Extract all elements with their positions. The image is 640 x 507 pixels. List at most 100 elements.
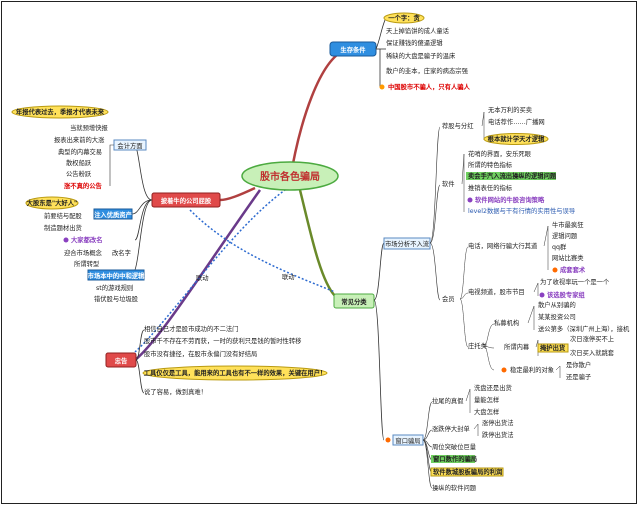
listed-sub1[interactable]: 会计方面 [113, 139, 147, 151]
types-g1-b-item-2: 卖会手汽入流出操纵的逻辑问题 [466, 171, 557, 180]
branch-link-listed [219, 186, 256, 202]
svg-text:中国股市不骗人，只有人骗人: 中国股市不骗人，只有人骗人 [388, 82, 471, 91]
listed-sub3-item-1: 改名字 [112, 248, 131, 257]
types-g1-b-item-4: 软件网站的牛股咨询策略 [467, 195, 545, 204]
listed-sub4-item-0: st的游戏规则 [96, 283, 133, 292]
types-g1-a[interactable]: 荐股与分红 [442, 121, 474, 130]
branch-survival-label: 生存条件 [340, 45, 366, 54]
svg-text:软件网站的牛股咨询策略: 软件网站的牛股咨询策略 [475, 195, 545, 204]
svg-text:注入优质资产: 注入优质资产 [94, 210, 132, 219]
svg-text:市场分析不入流: 市场分析不入流 [385, 239, 430, 248]
types-g1-c[interactable]: 会员 [442, 294, 455, 303]
survival-item-4: 散户的韭本，庄家的病态宗强 [386, 66, 469, 75]
types-g1-a-item-2: 根本就计学天才逻辑 [483, 133, 549, 145]
branch-kernel[interactable]: 忠告 [105, 352, 137, 368]
kernel-item-0: 相信自己才是股市成功的不二法门 [144, 324, 238, 333]
svg-text:该选股专家组: 该选股专家组 [547, 290, 585, 299]
types-group2[interactable]: 窗口骗局 [385, 434, 424, 446]
types-g2-a[interactable]: 拉尾的真假 [432, 396, 464, 405]
svg-text:稳定最利的对象: 稳定最利的对象 [510, 365, 554, 374]
types-g1-c-sub1-item-4: 成套套术 [552, 265, 586, 274]
svg-text:窗口数作的骗局: 窗口数作的骗局 [433, 454, 477, 463]
types-g1-b-item-3: 推销表任的指标 [468, 183, 513, 192]
types-g1-c-sub1-item-2: qq群 [552, 242, 567, 251]
types-g2-c-item-3: 操纵的软件问题 [432, 483, 477, 492]
survival-item-3: 稀缺的大盘是骗子的温床 [386, 51, 456, 60]
types-g1-c-sub3-c[interactable]: 稳定最利的对象 [501, 365, 555, 374]
listed-sub1-item-1: 报表出来前的大涨 [54, 135, 105, 144]
types-g1-c-sub3-c-item-1: 还是骗子 [566, 372, 591, 381]
types-g2-c-item-1: 窗口数作的骗局 [431, 454, 477, 463]
dotted-link-2 [189, 209, 336, 293]
kernel-item-2: 股市没有捷径，在股市永偏门没有好结局 [144, 349, 257, 358]
types-g1-c-sub3[interactable]: 庄托类 [468, 341, 488, 350]
types-g1-c-sub3-b[interactable]: 所谓内幕 [504, 342, 530, 351]
branch-types-label: 常见分类 [341, 297, 367, 306]
branch-link-survival [288, 48, 346, 181]
types-g2-a-item-0: 洗盘还是出货 [474, 383, 512, 392]
listed-sub2-item-0: 前要结与配股 [44, 211, 82, 220]
types-g2-b[interactable]: 涨跌停大封单 [432, 424, 470, 433]
types-g1-b[interactable]: 软件 [442, 179, 455, 188]
listed-sub2-label: 大股东是"大好人" [25, 196, 79, 210]
types-g1-a-item-0: 无本万利的买卖 [488, 105, 532, 114]
types-g1-b-item-0: 花哨的界面，安乐死眼 [468, 149, 532, 158]
connector-label-1: 联动 [196, 273, 209, 282]
types-g2-a-item-2: 大盘怎样 [474, 407, 499, 416]
types-g1-c-sub1[interactable]: 电话，网络行骗大行其道 [468, 241, 538, 250]
branch-link-kernel [134, 189, 262, 361]
survival-item-5: 中国股市不骗人，只有人骗人 [379, 82, 471, 91]
branch-listed[interactable]: 披着牛的公司屁股 [151, 192, 221, 208]
branch-types[interactable]: 常见分类 [333, 293, 375, 309]
types-g1-c-sub2-item-0: 为了收视率玩一个是一个 [540, 277, 610, 286]
branch-survival[interactable]: 生存条件 [329, 41, 377, 57]
center-node[interactable]: 股市各色骗局 [241, 161, 339, 191]
branch-listed-label: 披着牛的公司屁股 [161, 196, 212, 205]
listed-sub2[interactable]: 注入优质资产 [93, 208, 133, 220]
types-g1-c-sub2-item-1: 该选股专家组 [539, 290, 585, 299]
listed-sub4[interactable]: 市场本中的中和逻辑 [87, 269, 145, 281]
types-g1-b-item-1: 所谓的特色指标 [468, 160, 513, 169]
listed-sub1-item-3: 散权船跃 [66, 158, 92, 167]
kernel-item-3: 工具仅仅是工具，能用来的工具也有不一样的效果，关键在用户！ [142, 365, 328, 381]
svg-text:掩护出货: 掩护出货 [540, 343, 566, 352]
types-g1-c-sub1-item-0: 牛市最疯狂 [552, 220, 583, 229]
listed-sub3-item-2: 所谓转型 [74, 259, 99, 268]
listed-sub2-item-1: 制造题材出货 [44, 223, 82, 232]
listed-top-label: 年报代表过去，季报才代表未来 [11, 105, 109, 119]
survival-item-0: 一个字：贪 [383, 12, 425, 24]
connector-label-2: 联动 [282, 272, 295, 281]
types-g1-c-sub3-b-item-1: 次日涨停买不上 [570, 334, 614, 343]
types-g1-b-item-5: level2数据与干有行情的实用性与误导 [468, 206, 575, 215]
branch-link-types [298, 189, 336, 297]
svg-text:大股东是"大好人": 大股东是"大好人" [27, 198, 78, 207]
types-g1-c-sub2[interactable]: 电视频道，股市节目 [468, 287, 525, 296]
types-g1-a-item-1: 电话荐作……广播网 [488, 117, 545, 126]
types-g1-c-sub3-a-item-2: 送公第多（深圳广州上海），接机 [538, 324, 630, 333]
types-g1-c-sub3-a[interactable]: 私募机构 [494, 318, 519, 327]
svg-text:卖会手汽入流出操纵的逻辑问题: 卖会手汽入流出操纵的逻辑问题 [468, 171, 557, 180]
listed-sub3[interactable]: 大家都改名 [63, 235, 103, 244]
svg-text:成套套术: 成套套术 [560, 265, 586, 274]
center-title: 股市各色骗局 [260, 170, 320, 183]
survival-item-1: 天上掉馅饼的成人童话 [386, 26, 450, 35]
svg-text:软件数城股板骗局的利润: 软件数城股板骗局的利润 [433, 467, 502, 476]
svg-text:根本就计学天才逻辑: 根本就计学天才逻辑 [488, 134, 545, 143]
listed-sub1-item-5: 涨不真的公告 [64, 181, 102, 190]
svg-text:大家都改名: 大家都改名 [71, 235, 102, 244]
types-g2-b-item-1: 跌停出货法 [482, 430, 513, 439]
listed-sub1-item-0: 当就预增快报 [70, 123, 108, 132]
types-g2-c-item-2: 软件数城股板骗局的利润 [430, 467, 504, 477]
listed-sub1-item-4: 公告粉跃 [66, 169, 92, 178]
types-g1-c-sub1-item-3: 网站比赛类 [552, 253, 584, 262]
types-group1[interactable]: 市场分析不入流 [383, 237, 431, 250]
svg-text:工具仅仅是工具，能用来的工具也有不一样的效果，关键在用户！: 工具仅仅是工具，能用来的工具也有不一样的效果，关键在用户！ [144, 368, 327, 377]
svg-text:年报代表过去，季报才代表未来: 年报代表过去，季报才代表未来 [16, 107, 105, 116]
branch-kernel-label: 忠告 [115, 356, 128, 365]
types-g1-c-sub3-b-item-0: 掩护出货 [537, 343, 569, 353]
kernel-item-4: 说了容易，做到真难！ [144, 387, 207, 396]
types-g2-c-item-0: 周位突破位巨量 [432, 442, 477, 451]
svg-text:窗口骗局: 窗口骗局 [395, 436, 420, 445]
